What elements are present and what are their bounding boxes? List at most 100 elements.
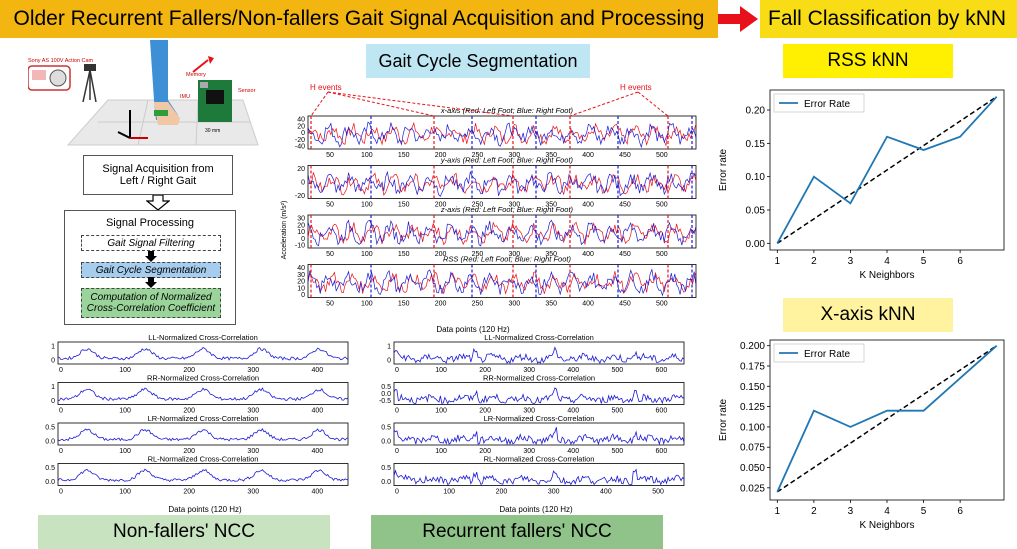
xtick-label: 1 [775,506,781,517]
ncc-xtick-label: 300 [247,367,259,374]
ncc-xtick-label: 400 [312,408,324,415]
ncc-panel-title: LL-Normalized Cross-Correlation [148,333,258,342]
xtick-label: 2 [811,506,817,517]
step2-text: Gait Cycle Segmentation [95,265,207,276]
xtick-label: 5 [921,506,927,517]
nonfallers-text: Non-fallers' NCC [113,521,255,542]
seg-xtick-label: 100 [361,251,373,258]
ncc-xtick-label: 200 [183,489,195,496]
sensor-label: Sensor [238,88,256,94]
seg-xtick-label: 350 [545,152,557,159]
seg-ytick-label: 20 [297,222,305,229]
ncc-xtick-label: 400 [312,448,324,455]
seg-ytick-label: 0 [301,130,305,137]
ncc-signal [58,387,349,402]
fallers-ncc-plots: Data points (120 Hz) LL-Normalized Cross… [379,333,685,514]
right-foot-signal [307,170,697,198]
ncc-xtick-label: 100 [119,489,131,496]
ncc-xtick-label: 300 [548,489,560,496]
seg-xtick-label: 50 [326,202,334,209]
seg-xtick-label: 250 [472,152,484,159]
seg-ytick-label: 40 [297,117,305,124]
ncc-signal [393,468,685,486]
ncc-xtick-label: 100 [435,408,447,415]
ncc-panel-frame [393,341,685,365]
seg-xtick-label: 450 [619,251,631,258]
reference-dashed-line [776,96,998,244]
ncc-ytick-label: 0.0 [381,391,391,398]
ncc-xtick-label: 0 [395,448,399,455]
y-axis-label: Error rate [718,148,729,191]
ncc-ytick-label: 1 [51,344,55,351]
seg-ytick-label: 10 [297,229,305,236]
seg-ytick-label: 20 [297,123,305,130]
seg-ytick-label: 0 [301,236,305,243]
ncc-xtick-label: 300 [523,367,535,374]
right-foot-signal [307,268,697,297]
xaxis-knn-label: X-axis kNN [783,298,953,332]
dimension-label-h: 30 mm [205,128,220,134]
ncc-signal [57,428,349,442]
ncc-ytick-label: -0.5 [379,398,391,405]
ytick-label: 0.050 [740,463,765,474]
ncc-xtick-label: 400 [567,448,579,455]
legend-label: Error Rate [804,349,851,360]
rss-knn-label: RSS kNN [783,44,953,78]
ncc-signal [393,346,685,364]
h-event-pointer [637,91,669,117]
xtick-label: 4 [884,256,890,267]
ncc-xtick-label: 600 [656,367,668,374]
step3-line1: Computation of Normalized [90,292,212,303]
ncc-xtick-label: 100 [443,489,455,496]
ytick-label: 0.05 [746,206,766,217]
seg-xtick-label: 100 [361,301,373,308]
ncc-xtick-label: 100 [119,448,131,455]
seg-xtick-label: 450 [619,152,631,159]
ncc-ytick-label: 0 [387,358,391,365]
seg-panel-title: z-axis (Red: Left Foot; Blue: Right Foot… [440,205,574,214]
legend-box [773,93,865,113]
seg-xtick-label: 500 [656,152,668,159]
seg-xtick-label: 200 [435,301,447,308]
seg-xtick-label: 300 [509,152,521,159]
seg-xtick-label: 500 [656,202,668,209]
legend-box [773,343,865,363]
seg-xtick-label: 200 [435,152,447,159]
seg-xtick-label: 150 [398,152,410,159]
ncc-xtick-label: 400 [600,489,612,496]
ncc-panel-title: RR-Normalized Cross-Correlation [483,374,595,383]
seg-xtick-label: 450 [619,202,631,209]
segmentation-plots: H events H events Acceleration (m/s²) Da… [281,83,697,334]
ncc-xtick-label: 100 [119,408,131,415]
ncc-xtick-label: 300 [247,408,259,415]
seg-ytick-label: 0 [301,180,305,187]
gait-seg-text: Gait Cycle Segmentation [378,50,578,71]
ncc-xtick-label: 600 [656,408,668,415]
signal-processing-box: Signal Processing Gait Signal Filtering … [64,210,236,325]
main-title: Older Recurrent Fallers/Non-fallers Gait… [0,0,718,38]
down-arrow-icon [145,251,157,262]
ncc-xtick-label: 500 [611,408,623,415]
seg-ytick-label: 10 [297,285,305,292]
ncc-panel-frame [57,341,349,365]
recurrent-fallers-ncc-label: Recurrent fallers' NCC [371,515,663,549]
ncc-xtick-label: 200 [183,448,195,455]
seg-ytick-label: 40 [297,265,305,272]
seg-xtick-label: 250 [472,251,484,258]
processing-title: Signal Processing [105,217,195,229]
ncc-xtick-label: 0 [395,367,399,374]
seg-xtick-label: 350 [545,251,557,258]
ncc-xtick-label: 300 [523,408,535,415]
ytick-label: 0.025 [740,483,765,494]
step3-line2: Cross-Correlation Coefficient [86,303,216,314]
xtick-label: 5 [921,256,927,267]
xtick-label: 6 [957,256,963,267]
ncc-ytick-label: 1 [387,344,391,351]
ncc-xtick-label: 400 [312,489,324,496]
ncc-ytick-label: 0.5 [381,465,391,472]
seg-ytick-label: 30 [297,272,305,279]
seg-xtick-label: 250 [472,301,484,308]
ncc-xtick-label: 300 [523,448,535,455]
seg-xtick-label: 50 [326,301,334,308]
